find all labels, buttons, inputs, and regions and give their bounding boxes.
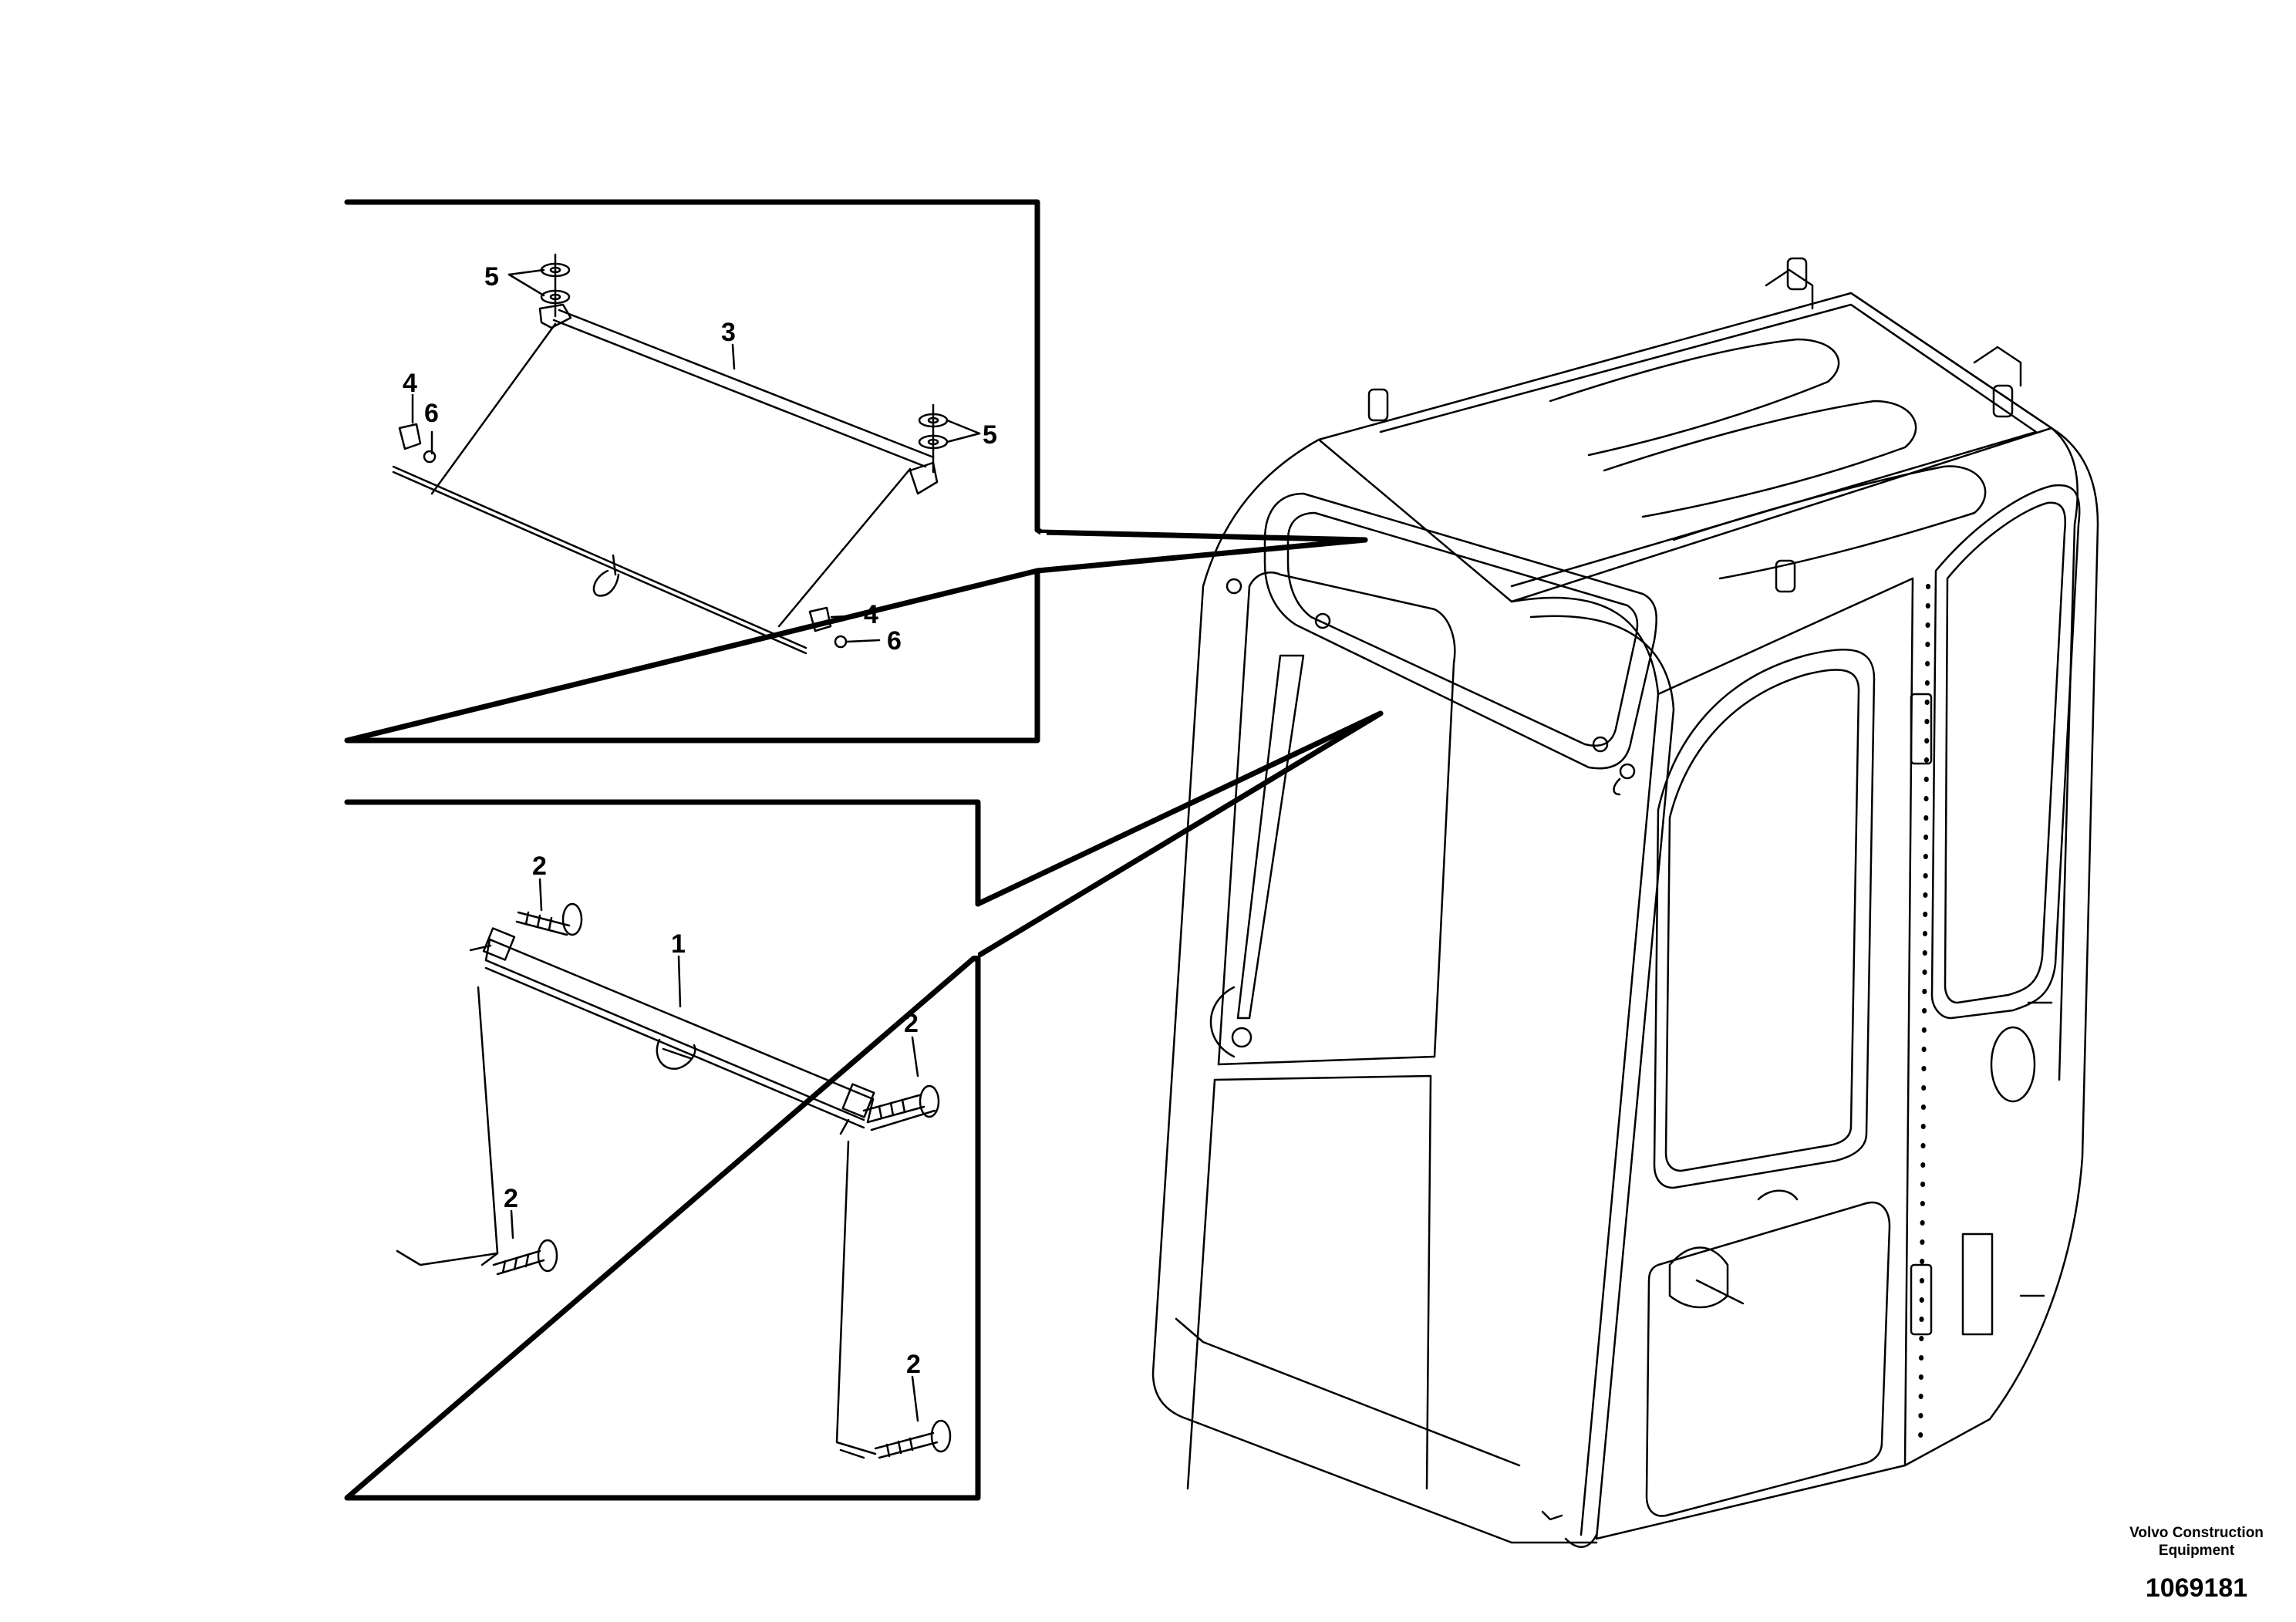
- callout-5-right: 5: [983, 420, 997, 450]
- detail-box-bottom: [344, 799, 981, 1501]
- callout-4-right: 4: [864, 600, 878, 629]
- callout-2-bottom: 2: [906, 1350, 921, 1379]
- callout-6-left: 6: [424, 399, 439, 428]
- side-seam: [1918, 584, 1930, 1452]
- callout-1: 1: [671, 929, 686, 959]
- callout-4-left: 4: [403, 369, 417, 398]
- operator-cab: [1151, 257, 2099, 1548]
- callout-6-right: 6: [887, 626, 902, 656]
- callout-2-right: 2: [904, 1009, 919, 1038]
- brand-line-1: Volvo Construction: [2129, 1525, 2264, 1541]
- callout-2-top: 2: [532, 851, 547, 881]
- document-number: 1069181: [2145, 1573, 2248, 1603]
- callout-2-left: 2: [504, 1184, 518, 1213]
- detail-box-top: [344, 199, 1040, 744]
- brand-line-2: Equipment: [2158, 1543, 2235, 1559]
- callout-leaders: [970, 527, 1384, 962]
- brand-caption: Volvo Construction Equipment: [2116, 1524, 2277, 1560]
- callout-5-upper-left: 5: [484, 262, 499, 292]
- callout-3: 3: [721, 318, 736, 347]
- callout-labels: 5 3 4 6 5 4 6 2 1 2 2 2: [403, 262, 997, 1379]
